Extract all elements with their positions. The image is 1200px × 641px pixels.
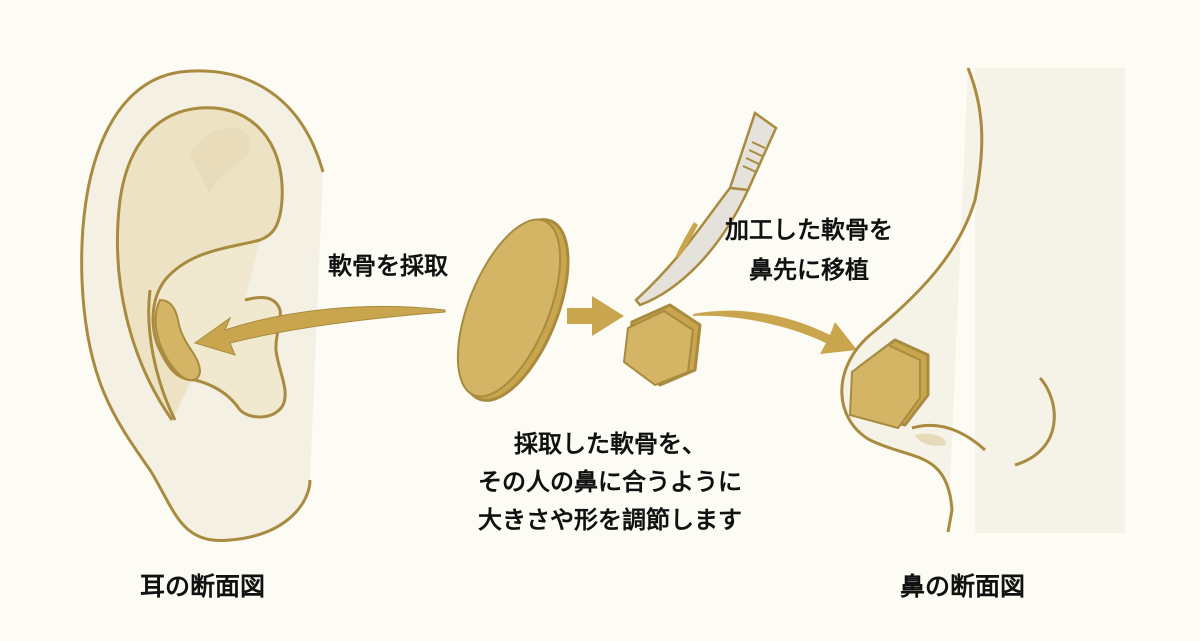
ear-caption: 耳の断面図 (140, 572, 266, 601)
transplant-line-2: 鼻先に移植 (749, 256, 869, 284)
description-line-3: 大きさや形を調節します (478, 506, 742, 534)
transplant-line-1: 加工した軟骨を (725, 216, 893, 244)
ear-cross-section (80, 69, 325, 542)
process-arrow (567, 296, 624, 336)
transplant-arrow (693, 310, 857, 354)
harvest-label: 軟骨を採取 (328, 252, 448, 280)
harvested-cartilage-disc (456, 218, 570, 402)
description-line-1: 採取した軟骨を、 (514, 430, 706, 458)
nose-cross-section (840, 67, 1125, 533)
processed-cartilage (623, 303, 702, 387)
harvest-arrow (193, 305, 446, 356)
nose-caption: 鼻の断面図 (900, 572, 1026, 601)
transplant-label: 加工した軟骨を 鼻先に移植 (725, 210, 893, 290)
scalpel-icon (634, 110, 778, 307)
description-line-2: その人の鼻に合うように (478, 468, 742, 496)
process-description: 採取した軟骨を、 その人の鼻に合うように 大きさや形を調節します (455, 425, 765, 539)
